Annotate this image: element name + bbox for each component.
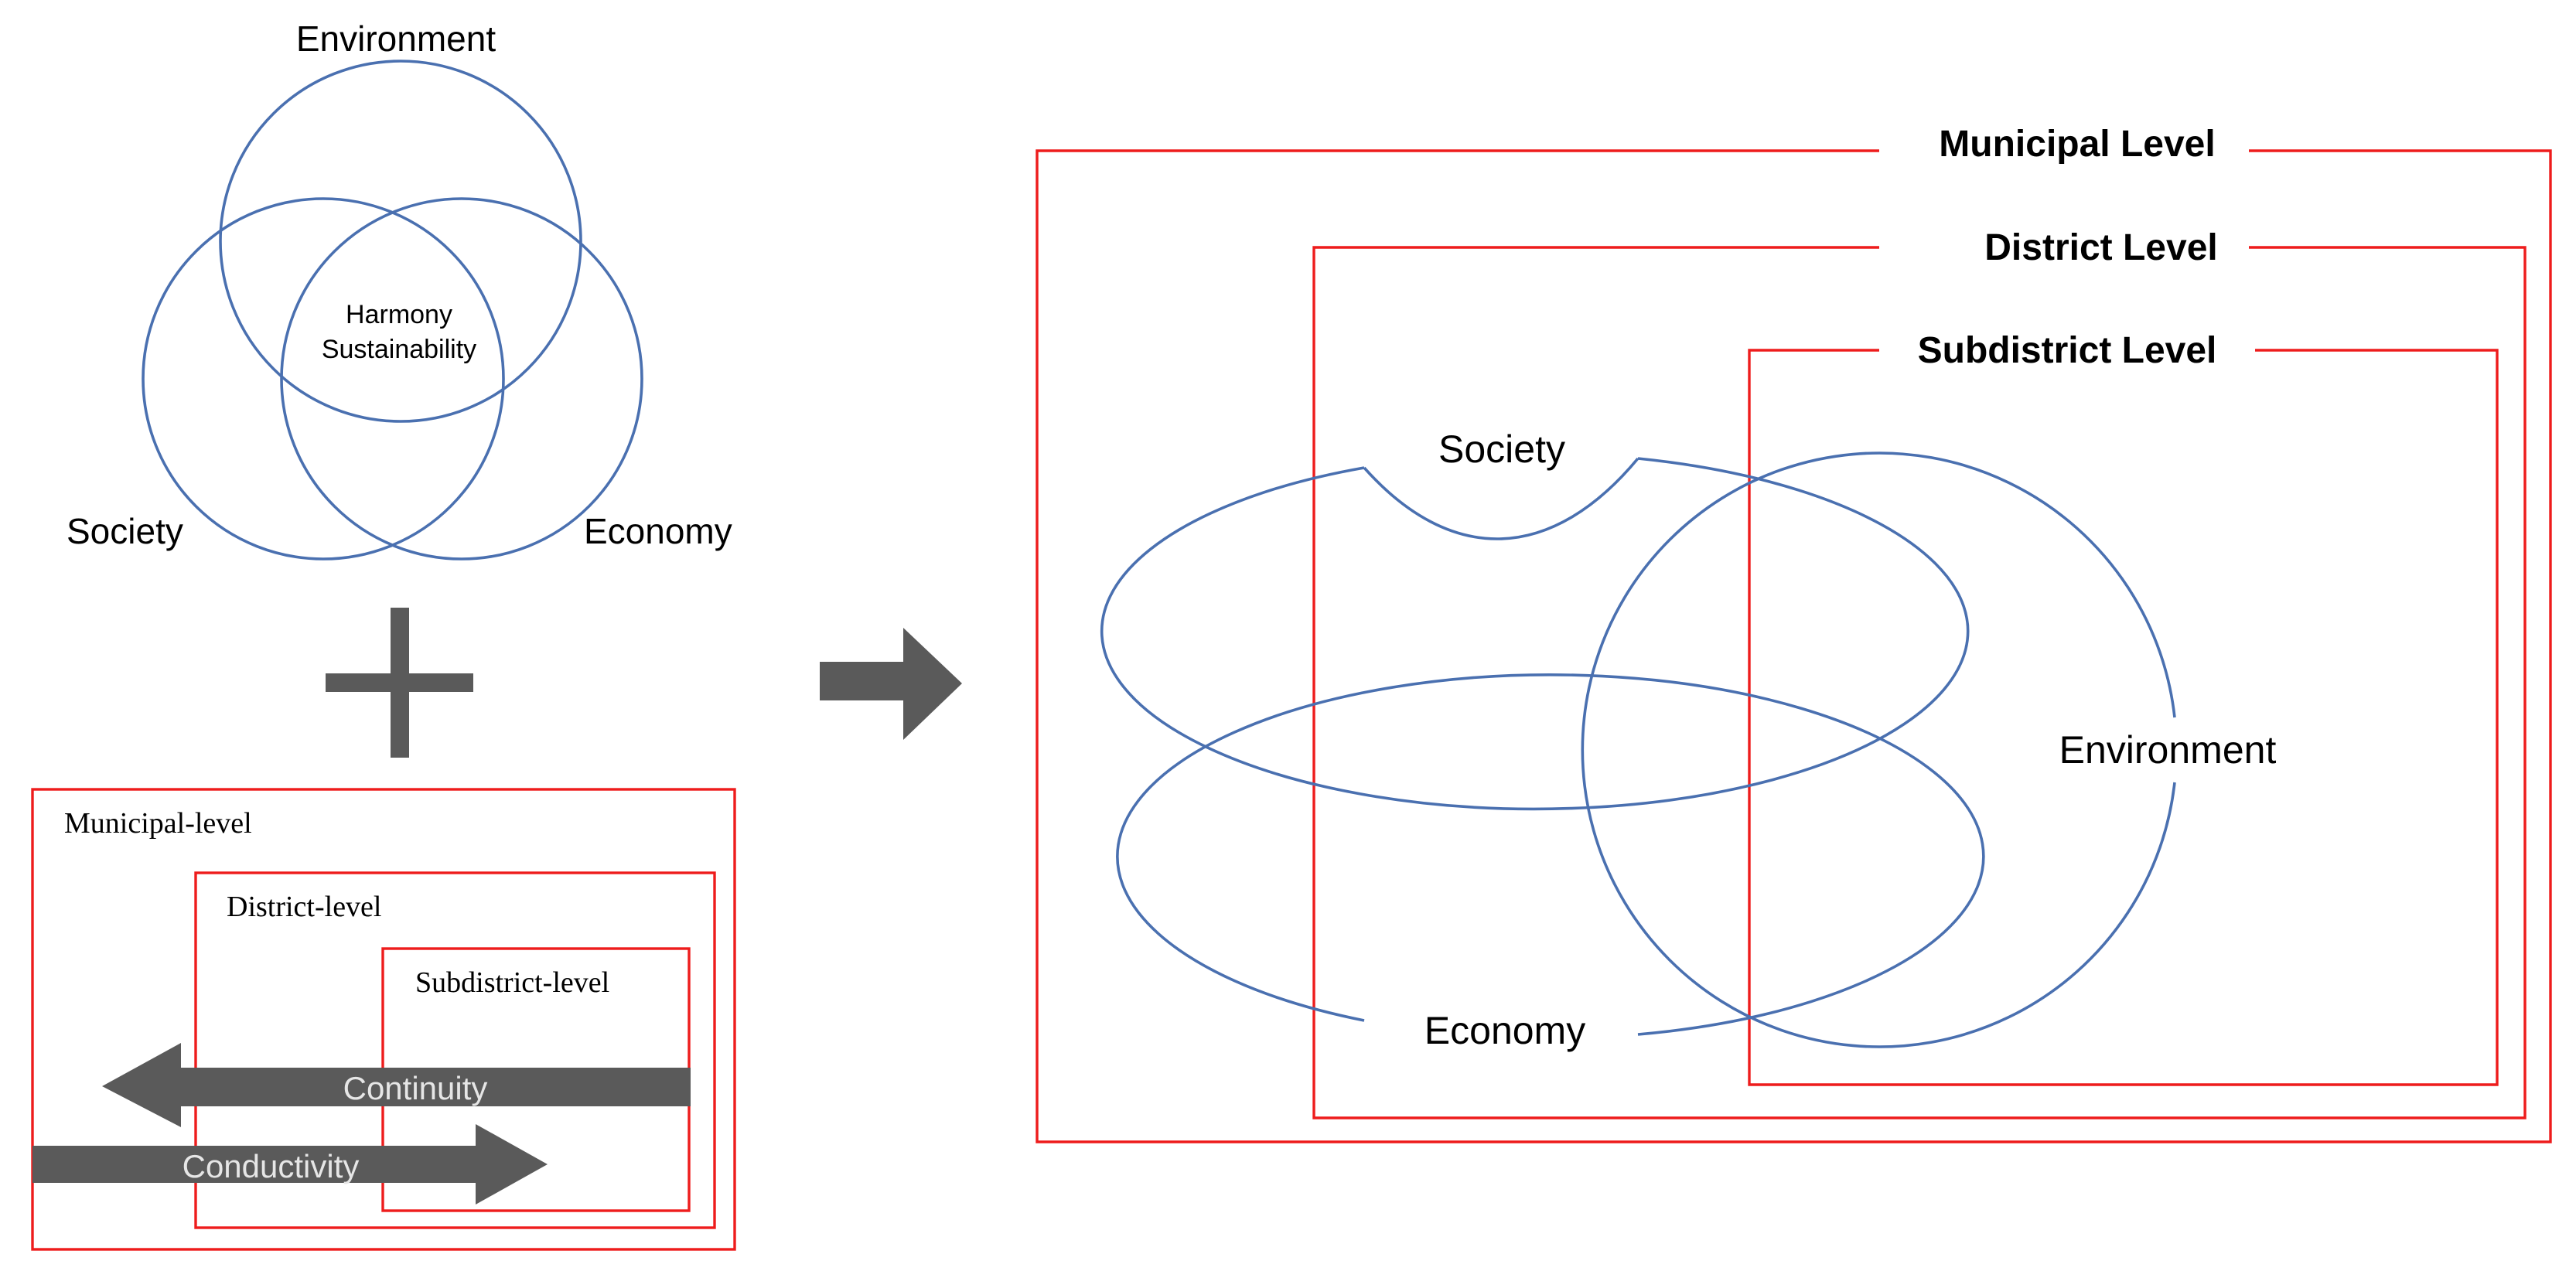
large-ellipse-society (1363, 457, 1639, 540)
venn-center-label-harmony: Harmony (346, 300, 452, 329)
large-label-district: District Level (1984, 227, 2217, 268)
small-levels-diagram: Municipal-level District-level Subdistri… (31, 788, 736, 1251)
venn-label-environment: Environment (296, 19, 496, 59)
venn-circle-economy (280, 197, 643, 561)
large-box-subdistrict (1748, 349, 2499, 1086)
small-box-municipal (31, 788, 736, 1251)
large-ellipse-society-body (1100, 457, 1970, 811)
plus-icon (326, 608, 473, 758)
large-box-municipal (1036, 149, 2552, 1143)
large-label-economy: Economy (1424, 1009, 1585, 1052)
conductivity-arrow: Conductivity (32, 1124, 548, 1205)
venn-diagram: Environment Society Economy Harmony Sust… (67, 19, 732, 561)
venn-label-economy: Economy (584, 511, 732, 551)
large-ellipse-economy (1116, 673, 1985, 1036)
venn-circle-environment (219, 60, 582, 423)
venn-circle-society (142, 197, 505, 561)
small-box-district (194, 871, 716, 1229)
large-label-environment: Environment (2059, 728, 2277, 772)
venn-center-label-sustainability: Sustainability (322, 335, 476, 364)
large-levels-diagram: Municipal Level District Level Subdistri… (1036, 124, 2552, 1143)
small-label-district: District-level (227, 891, 381, 923)
venn-label-society: Society (67, 511, 183, 551)
large-label-subdistrict: Subdistrict Level (1918, 330, 2217, 371)
right-arrow-icon (820, 628, 962, 740)
large-circle-environment (1581, 451, 2176, 1048)
small-label-subdistrict: Subdistrict-level (415, 966, 609, 999)
large-label-municipal: Municipal Level (1939, 124, 2215, 165)
conductivity-label: Conductivity (183, 1148, 360, 1184)
continuity-label: Continuity (343, 1070, 488, 1106)
small-label-municipal: Municipal-level (64, 807, 252, 840)
continuity-arrow: Continuity (102, 1043, 691, 1127)
large-box-district (1312, 246, 2527, 1119)
large-label-society: Society (1438, 428, 1565, 471)
